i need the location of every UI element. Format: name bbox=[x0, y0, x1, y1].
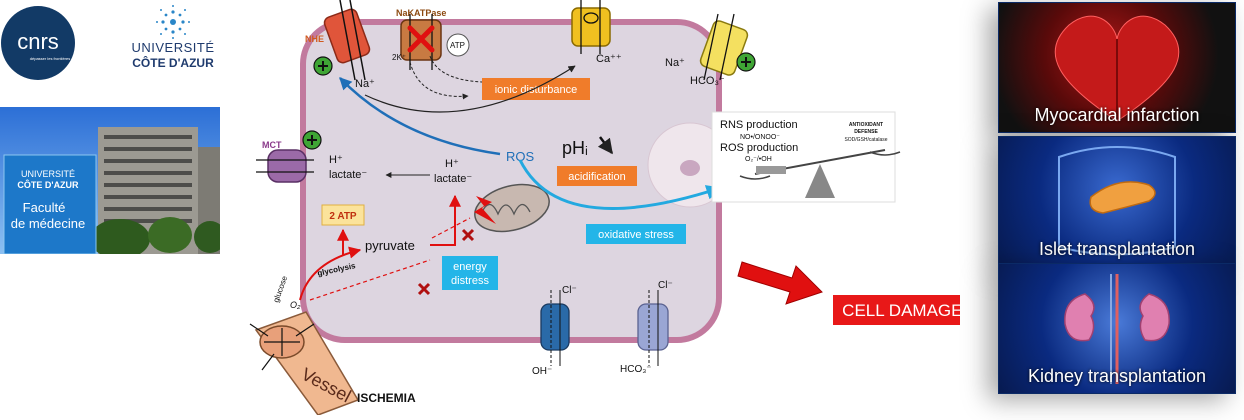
energy-distress-line2: distress bbox=[451, 275, 489, 287]
mct-transporter-icon bbox=[256, 149, 314, 183]
oh-label: OH⁻ bbox=[532, 366, 552, 377]
energy-distress-line1: energy bbox=[453, 261, 487, 273]
pyruvate-label: pyruvate bbox=[365, 238, 415, 253]
ros-label: ROS bbox=[506, 149, 535, 164]
antioxidant-line2: DEFENSE bbox=[854, 129, 878, 135]
sign-line4: de médecine bbox=[11, 216, 85, 231]
chloride-oh-exchanger-icon bbox=[540, 290, 570, 366]
panel-label-islet: Islet transplantation bbox=[1038, 239, 1196, 259]
pancreas-icon bbox=[1058, 146, 1176, 256]
atp-label: 2 ATP bbox=[329, 211, 357, 222]
phi-label: pHᵢ bbox=[562, 138, 588, 158]
ionic-disturbance-box bbox=[482, 78, 590, 100]
univ-logo-line2: CÔTE D'AZUR bbox=[132, 56, 214, 70]
sign-line1: UNIVERSITÉ bbox=[21, 169, 75, 179]
panel-label-myocardial: Myocardial infarction bbox=[1034, 105, 1200, 125]
inner-h-plus-label: H⁺ bbox=[445, 158, 459, 170]
hco3-bottom-label: HCO₃⁻ bbox=[620, 364, 652, 375]
o2-label: O₂ bbox=[290, 300, 301, 310]
sign-line2: CÔTE D'AZUR bbox=[17, 179, 79, 190]
ca-label: Ca⁺⁺ bbox=[596, 53, 622, 65]
oxidative-stress-label: oxidative stress bbox=[598, 229, 674, 241]
plus-icon bbox=[313, 56, 333, 76]
balance-scale-icon bbox=[739, 149, 901, 198]
atp-box bbox=[321, 204, 365, 226]
panel-islet-transplantation: Islet transplantation bbox=[998, 136, 1236, 267]
cell-damages-label: CELL DAMAGES bbox=[842, 301, 960, 320]
cl-label-1: Cl⁻ bbox=[562, 285, 577, 296]
calcium-channel-icon bbox=[571, 0, 611, 54]
nhe-label: NHE bbox=[305, 34, 324, 44]
cnrs-logo-subtext: dépasser les frontières bbox=[30, 56, 70, 61]
panel-myocardial-infarction: Myocardial infarction bbox=[998, 2, 1236, 133]
panel-label-kidney: Kidney transplantation bbox=[1027, 366, 1207, 386]
atp-small-label: ATP bbox=[450, 41, 465, 50]
cell-damage-arrow-icon bbox=[737, 261, 823, 305]
cnrs-logo: cnrs dépasser les frontières bbox=[0, 0, 76, 82]
ros-production-label: ROS production bbox=[720, 142, 798, 154]
faculty-photo: UNIVERSITÉ CÔTE D'AZUR Faculté de médeci… bbox=[0, 107, 220, 254]
kidney-icon bbox=[1064, 274, 1170, 384]
mct-lactate-label: lactate⁻ bbox=[329, 169, 367, 181]
heart-icon bbox=[1054, 15, 1180, 122]
ischemia-cell-diagram: NHE Na⁺ NaKATPase ATP 2K⁺ Ca⁺⁺ bbox=[240, 0, 985, 416]
univ-logo-dots-icon bbox=[118, 4, 228, 84]
energy-distress-box bbox=[442, 256, 498, 290]
vessel-icon bbox=[249, 311, 360, 416]
glucose-label: glucose bbox=[271, 274, 289, 304]
blocked-x-icon bbox=[461, 228, 475, 242]
ischemia-label: ISCHEMIA bbox=[357, 391, 416, 405]
sign-line3: Faculté bbox=[23, 200, 66, 215]
chloride-bicarbonate-exchanger-icon bbox=[637, 290, 669, 366]
oxidative-stress-box bbox=[586, 224, 686, 244]
hco3-label: HCO₃⁻ bbox=[690, 75, 725, 87]
nakatpase-label: NaKATPase bbox=[396, 8, 446, 18]
na-label: Na⁺ bbox=[355, 78, 375, 90]
mitochondrion-icon bbox=[474, 183, 550, 233]
balance-box bbox=[711, 111, 896, 203]
lightning-icon bbox=[474, 196, 496, 224]
rns-production-label: RNS production bbox=[720, 119, 798, 131]
panel-kidney-transplantation: Kidney transplantation bbox=[998, 263, 1236, 394]
mct-label: MCT bbox=[262, 140, 282, 150]
k-label: 2K⁺ bbox=[392, 53, 406, 62]
antioxidant-line3: SOD/GSH/catalase bbox=[844, 137, 887, 143]
antioxidant-line1: ANTIOXIDANT bbox=[849, 122, 883, 128]
inner-lactate-label: lactate⁻ bbox=[434, 173, 472, 185]
ionic-disturbance-label: ionic disturbance bbox=[495, 84, 578, 96]
mct-h-plus-label: H⁺ bbox=[329, 154, 343, 166]
plus-icon bbox=[736, 52, 756, 72]
cl-label-2: Cl⁻ bbox=[658, 280, 673, 291]
rns-species-label: NO•/ONOO⁻ bbox=[740, 134, 780, 141]
acidification-box bbox=[557, 166, 637, 186]
cnrs-logo-text: cnrs bbox=[17, 29, 59, 54]
nhe-transporter-icon bbox=[323, 0, 371, 81]
ros-species-label: O₂⁻/•OH bbox=[745, 156, 772, 163]
acidification-label: acidification bbox=[568, 171, 625, 183]
blocked-x-icon bbox=[417, 282, 431, 296]
na-hco3-na-label: Na⁺ bbox=[665, 57, 685, 69]
univ-logo-line1: UNIVERSITÉ bbox=[131, 40, 215, 55]
plus-icon bbox=[302, 130, 322, 150]
